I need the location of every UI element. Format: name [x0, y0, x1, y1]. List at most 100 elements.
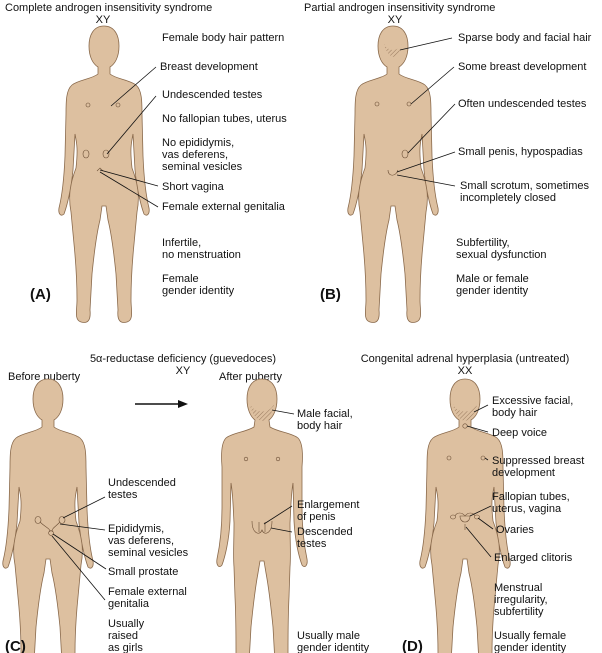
label-c-gender: gender identity — [297, 642, 370, 653]
label-d-voice: Deep voice — [492, 427, 547, 439]
label-c-descended-testes: testes — [297, 538, 327, 550]
label-a-genitalia: Female external genitalia — [162, 201, 286, 213]
panel-b-karyotype: XY — [388, 14, 403, 26]
panel-a-title: Complete androgen insensitivity syndrome — [5, 2, 212, 14]
panel-b-letter: (B) — [320, 286, 341, 303]
label-c-epididymis: Epididymis, — [108, 523, 164, 535]
label-a-no-menstruation: no menstruation — [162, 249, 241, 261]
label-b-breast: Some breast development — [458, 61, 586, 73]
label-a-testes: Undescended testes — [162, 89, 263, 101]
label-b-gender: gender identity — [456, 285, 529, 297]
label-b-sparse-hair: Sparse body and facial hair — [458, 32, 592, 44]
label-c-undescended: Undescended — [108, 477, 176, 489]
label-d-irregularity: irregularity, — [494, 594, 548, 606]
label-b-subfertility: Subfertility, — [456, 237, 510, 249]
label-c-usually: Usually — [108, 618, 145, 630]
panel-c-letter: (C) — [5, 638, 26, 653]
label-c-usually-male: Usually male — [297, 630, 360, 642]
label-c-as-girls: as girls — [108, 642, 143, 653]
figure-c-after-details — [243, 404, 281, 534]
sparse-hair-icon — [384, 44, 402, 57]
facial-hair-icon — [250, 404, 274, 421]
uterus-icon — [459, 515, 471, 523]
label-a-female: Female — [162, 273, 199, 285]
label-c-genitalia: genitalia — [108, 598, 150, 610]
label-a-vesicles: seminal vesicles — [162, 161, 243, 173]
figure-c-before-details — [34, 516, 66, 536]
label-c-raised: raised — [108, 630, 138, 642]
puberty-arrow — [135, 400, 188, 408]
label-c-male-facial: Male facial, — [297, 408, 353, 420]
figure-d-details — [446, 404, 486, 530]
label-b-testes: Often undescended testes — [458, 98, 587, 110]
figure-a-details — [82, 102, 121, 172]
panel-c-after-leaders — [263, 409, 295, 533]
panel-d: Congenital adrenal hyperplasia (untreate… — [361, 353, 584, 653]
testis-icon — [401, 149, 409, 159]
label-b-male-female: Male or female — [456, 273, 529, 285]
panel-d-letter: (D) — [402, 638, 423, 653]
panel-a-leaders — [99, 66, 159, 208]
label-a-vas: vas deferens, — [162, 149, 228, 161]
panel-c-before-leaders — [51, 496, 107, 601]
scrotum-icon — [251, 520, 273, 534]
testis-icon — [34, 516, 42, 524]
label-d-body-hair: body hair — [492, 407, 538, 419]
label-a-no-epididymis: No epididymis, — [162, 137, 234, 149]
label-c-female-external: Female external — [108, 586, 187, 598]
label-b-penis: Small penis, hypospadias — [458, 146, 583, 158]
label-d-excessive: Excessive facial, — [492, 395, 573, 407]
panel-c: 5α-reductase deficiency (guevedoces) XY … — [2, 353, 370, 653]
label-c-of-penis: of penis — [297, 511, 336, 523]
testis-icon — [102, 149, 110, 159]
label-d-menstrual: Menstrual — [494, 582, 542, 594]
label-d-suppressed: Suppressed breast — [492, 455, 584, 467]
label-d-clitoris: Enlarged clitoris — [494, 552, 573, 564]
label-after-puberty: After puberty — [219, 371, 282, 383]
panel-a-karyotype: XY — [96, 14, 111, 26]
label-b-scrotum: Small scrotum, sometimes — [460, 180, 589, 192]
panel-d-leaders — [465, 404, 494, 558]
prostate-icon — [48, 530, 54, 536]
label-d-fallopian: Fallopian tubes, — [492, 491, 570, 503]
panel-b-title: Partial androgen insensitivity syndrome — [304, 2, 495, 14]
label-a-body-hair: Female body hair pattern — [162, 32, 284, 44]
facial-hair-icon — [453, 404, 477, 421]
label-a-vagina: Short vagina — [162, 181, 225, 193]
label-c-testes: testes — [108, 489, 138, 501]
label-d-development: development — [492, 467, 555, 479]
ovary-icon — [474, 514, 480, 520]
figure-b-body — [347, 25, 439, 323]
panel-d-karyotype: XX — [458, 365, 473, 377]
panel-c-title: 5α-reductase deficiency (guevedoces) — [90, 353, 276, 365]
panel-b-leaders — [396, 37, 456, 187]
label-a-gender: gender identity — [162, 285, 235, 297]
panel-c-karyotype: XY — [176, 365, 191, 377]
label-d-ovaries: Ovaries — [496, 524, 534, 536]
label-c-body-hair: body hair — [297, 420, 343, 432]
label-before-puberty: Before puberty — [8, 371, 81, 383]
label-d-subfertility: subfertility — [494, 606, 544, 618]
testis-icon — [82, 149, 90, 159]
figure-c-before-body — [2, 378, 94, 653]
testis-icon — [58, 516, 66, 524]
label-a-no-tubes: No fallopian tubes, uterus — [162, 113, 287, 125]
label-d-gender: gender identity — [494, 642, 567, 653]
label-a-infertile: Infertile, — [162, 237, 201, 249]
label-c-descended: Descended — [297, 526, 353, 538]
label-c-vas: vas deferens, — [108, 535, 174, 547]
panel-a-letter: (A) — [30, 286, 51, 303]
panel-b: Partial androgen insensitivity syndrome … — [304, 2, 592, 323]
label-c-prostate: Small prostate — [108, 566, 178, 578]
label-d-uterus: uterus, vagina — [492, 503, 562, 515]
label-d-usually-female: Usually female — [494, 630, 566, 642]
label-b-scrotum-2: incompletely closed — [460, 192, 556, 204]
panel-a: Complete androgen insensitivity syndrome… — [5, 2, 287, 323]
label-c-enlargement: Enlargement — [297, 499, 359, 511]
label-b-dysfunction: sexual dysfunction — [456, 249, 547, 261]
panel-d-title: Congenital adrenal hyperplasia (untreate… — [361, 353, 570, 365]
label-c-vesicles: seminal vesicles — [108, 547, 189, 559]
label-a-breast: Breast development — [160, 61, 258, 73]
ovary-icon — [450, 514, 456, 520]
